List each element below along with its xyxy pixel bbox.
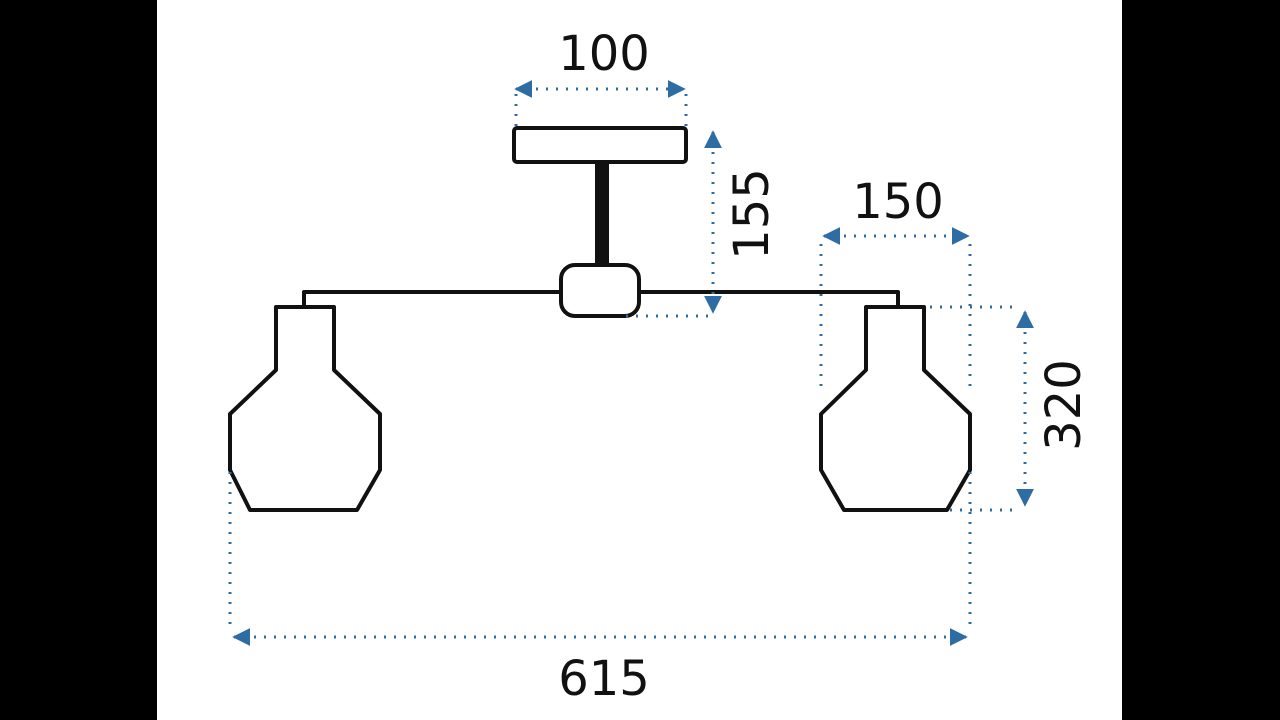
center-rod: [595, 162, 609, 266]
shade-width-label: 150: [852, 174, 944, 230]
dimension-total-width: 615: [228, 472, 972, 707]
right-shade: [819, 305, 972, 512]
dimension-shade-width: 150: [819, 174, 972, 390]
dimension-shade-height: 320: [930, 305, 1092, 512]
canopy-height-label: 155: [724, 168, 780, 260]
dimension-canopy-width: 100: [514, 26, 688, 126]
lamp-outline: [228, 126, 972, 512]
ceiling-canopy: [512, 126, 688, 164]
dimension-canopy-height: 155: [626, 130, 780, 318]
left-shade: [228, 305, 382, 512]
shade-height-label: 320: [1036, 359, 1092, 451]
arm-hub: [559, 263, 641, 318]
canopy-width-label: 100: [558, 26, 650, 82]
total-width-label: 615: [558, 651, 650, 707]
